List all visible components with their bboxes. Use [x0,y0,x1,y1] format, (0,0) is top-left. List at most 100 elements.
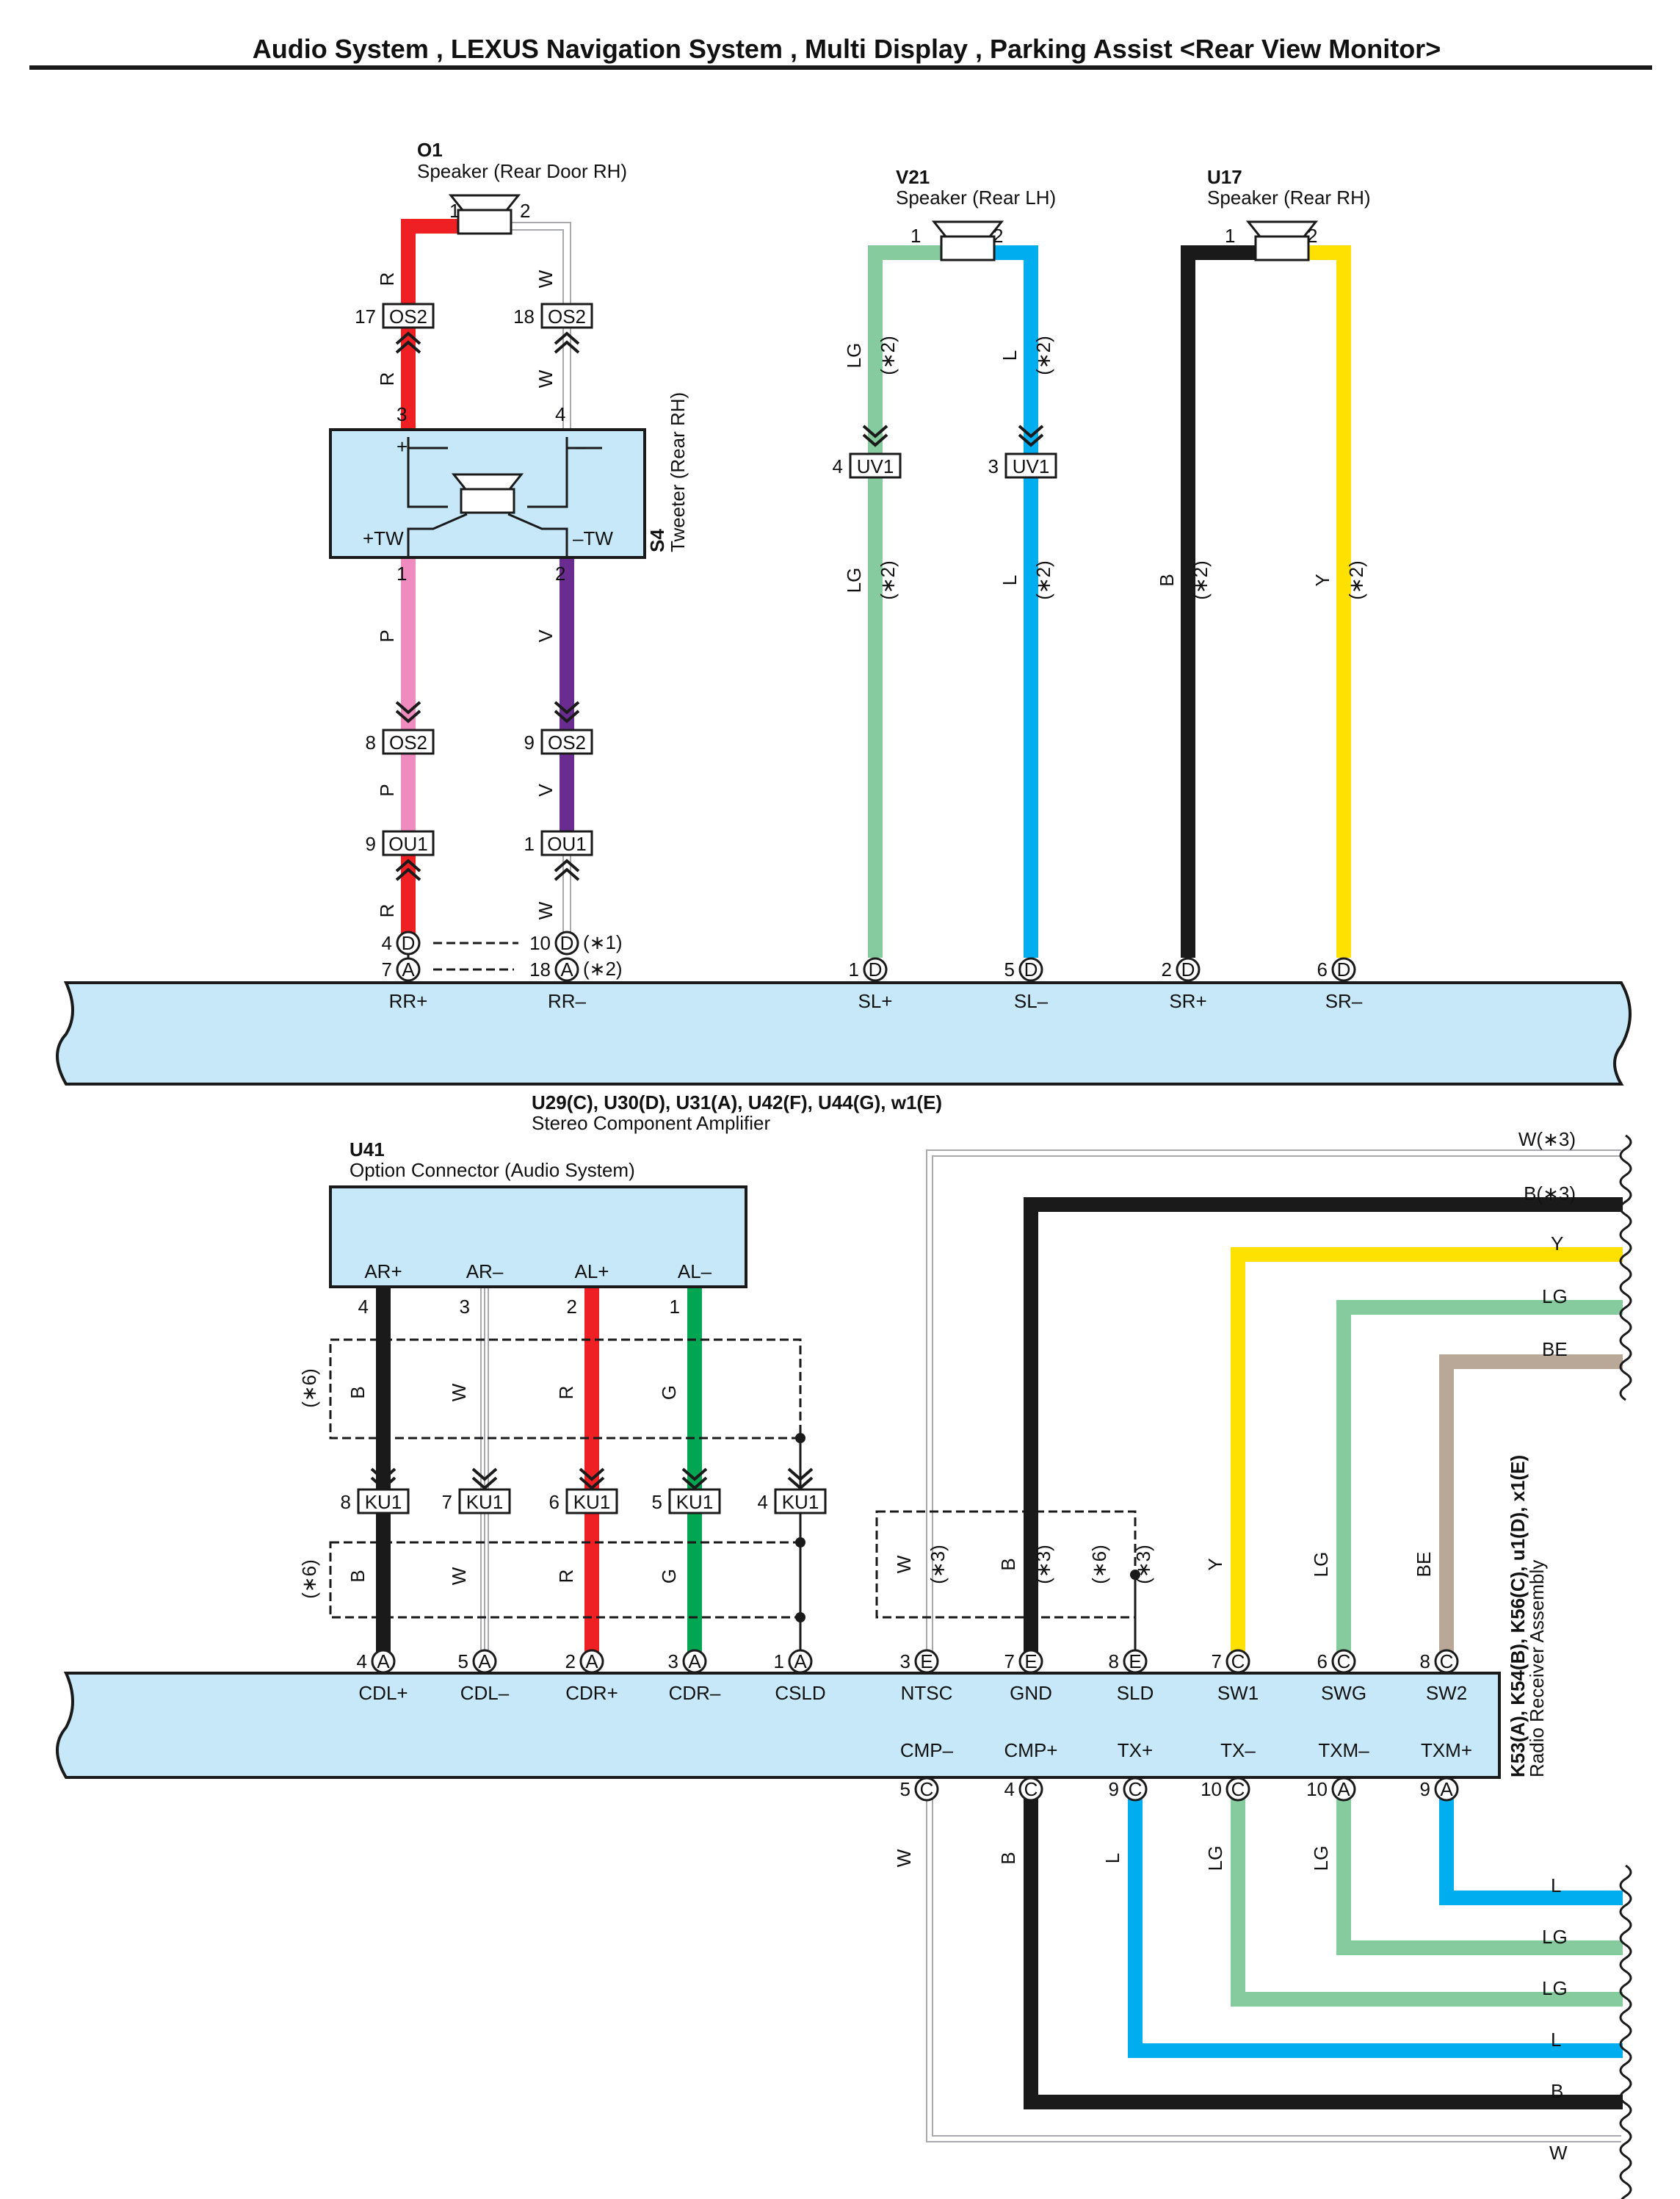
s4-pin3: 3 [397,403,407,425]
amp-label-sr-minus: SR– [1325,990,1363,1012]
amp-terminal-5d-letter: D [1024,958,1038,981]
connector-ku1-6-num: 6 [549,1491,560,1513]
u17-wire-b [1181,245,1260,958]
receiver-terminal-cdl-num: 4 [357,1650,367,1672]
s4-speaker-icon-cone [451,473,524,491]
receiver-label: SW2 [1426,1682,1467,1704]
amp-label-sl-plus: SL+ [858,990,893,1012]
wire-color-label: W [448,1383,470,1401]
wire-label-w: W [1549,2142,1568,2164]
amp-terminal-2d-num: 2 [1162,958,1172,981]
receiver-terminal-gnd-num: 7 [1004,1650,1015,1672]
receiver-wire-be-sw2 [1439,1354,1623,1661]
connector-os2-9 [540,729,593,755]
wire-color-label: (∗6) [1088,1545,1110,1584]
receiver-panel [56,1672,1501,1779]
wire-color-label: (∗2) [1032,560,1054,600]
wire-color-label: P [376,784,398,796]
wire-label-b3: B(∗3) [1524,1182,1576,1205]
amp-terminal-1d-letter: D [869,958,883,981]
u17-speaker-icon-magnet [1254,235,1310,261]
cut-edge-lower [1619,1864,1632,2199]
chevron-ou1-9 [395,859,421,873]
wire-color-label: (∗2) [1345,560,1367,600]
connector-ou1-1-num: 1 [524,833,535,855]
chevron-ku1 [471,1476,498,1490]
wire-color-label: G [658,1569,680,1584]
amp-terminal-1d [863,957,888,982]
connector-os2-8-code: OS2 [389,732,427,754]
v21-wire-l-top [990,245,1038,455]
receiver-terminal-txm-num: 10 [1306,1778,1328,1800]
o1-speaker-icon-magnet [457,209,513,235]
wire-color-label: R [376,372,398,386]
s4-minus: – [576,436,587,458]
wire-color-label: Y [1311,574,1333,586]
amp-terminal-6d-letter: D [1337,958,1351,981]
amp-terminal-10d [554,931,579,956]
receiver-terminal-sw2-letter: C [1440,1650,1454,1672]
u41-pin-num: 4 [358,1296,369,1318]
u41-pin-num: 2 [567,1296,577,1318]
v21-pin1: 1 [910,225,921,247]
wire-color-label: L [1101,1853,1123,1863]
wire-color-label: V [535,784,557,797]
chevron-os2-18 [554,331,580,345]
wire-label-lg: LG [1542,1926,1568,1948]
amp-terminal-1d-num: 1 [849,958,859,981]
receiver-terminal-cmp-num: 4 [1004,1778,1015,1800]
u17-name: Speaker (Rear RH) [1207,187,1371,209]
u17-pin1: 1 [1225,225,1235,247]
wire-label-l: L [1551,1874,1561,1896]
connector-os2-9-code: OS2 [548,732,586,754]
shield-box-video [875,1510,1137,1619]
connector-ku1-8-num: 8 [341,1491,351,1513]
amp-terminal-4d-letter: D [402,932,416,954]
receiver-terminal-sld-num: 8 [1109,1650,1119,1672]
wire-label-l: L [1551,2029,1561,2051]
devices-layer [56,194,1632,2199]
s4-pin1: 1 [397,563,407,585]
chevron-ku1 [579,1467,605,1481]
wire-color-label: B [1156,574,1178,586]
o1-wire-r-top [401,219,463,316]
receiver-terminal-cdr-letter: A [688,1650,701,1672]
wire-label-lg: LG [1542,1977,1568,1999]
o1-name: Speaker (Rear Door RH) [417,160,627,182]
receiver-label: TX– [1220,1739,1256,1761]
connector-ku1-5 [668,1488,721,1514]
amplifier-code: U29(C), U30(D), U31(A), U42(F), U44(G), … [532,1091,942,1113]
u41-code: U41 [350,1138,385,1160]
receiver-name: Radio Receiver Assembly [1526,1560,1548,1777]
wire-color-label: B [997,1558,1019,1570]
u41-pin-num: 3 [460,1296,470,1318]
connector-ou1-9 [382,830,435,856]
receiver-terminal-cdr-num: 2 [565,1650,576,1672]
receiver-terminal-swg-letter: C [1337,1650,1351,1672]
wire-color-label: LG [1310,1552,1332,1578]
o1-pin2: 2 [520,200,530,222]
receiver-label: CDR+ [565,1682,618,1704]
receiver-label: TX+ [1118,1739,1153,1761]
s4-plus-tw: +TW [363,527,404,549]
receiver-wire-lg-txm [1336,1789,1623,1955]
s4-inner-lower-left [407,513,468,557]
receiver-terminal-tx [1123,1777,1148,1802]
receiver-wire-y-sw1 [1231,1247,1623,1661]
wire-label-be: BE [1542,1338,1568,1360]
receiver-terminal-tx [1225,1777,1250,1802]
receiver-label: SLD [1117,1682,1154,1704]
chevron-uv1-3 [1018,425,1044,438]
v21-wire-lg-top [868,245,946,455]
receiver-terminal-txm [1331,1777,1356,1802]
receiver-wire-l-tx [1128,1789,1623,2058]
connector-ku1-5-code: KU1 [676,1491,714,1513]
receiver-code: K53(A), K54(B), K56(C), u1(D), x1(E) [1507,1455,1529,1777]
s4-inner-line-left [407,437,448,508]
receiver-terminal-tx-num: 10 [1201,1778,1222,1800]
receiver-wire-lg-tx [1231,1789,1623,2007]
note-6-upper: (∗6) [298,1368,320,1408]
receiver-wire-w-cmp-outer [926,1789,1621,2142]
wire-color-label: W [535,270,557,288]
